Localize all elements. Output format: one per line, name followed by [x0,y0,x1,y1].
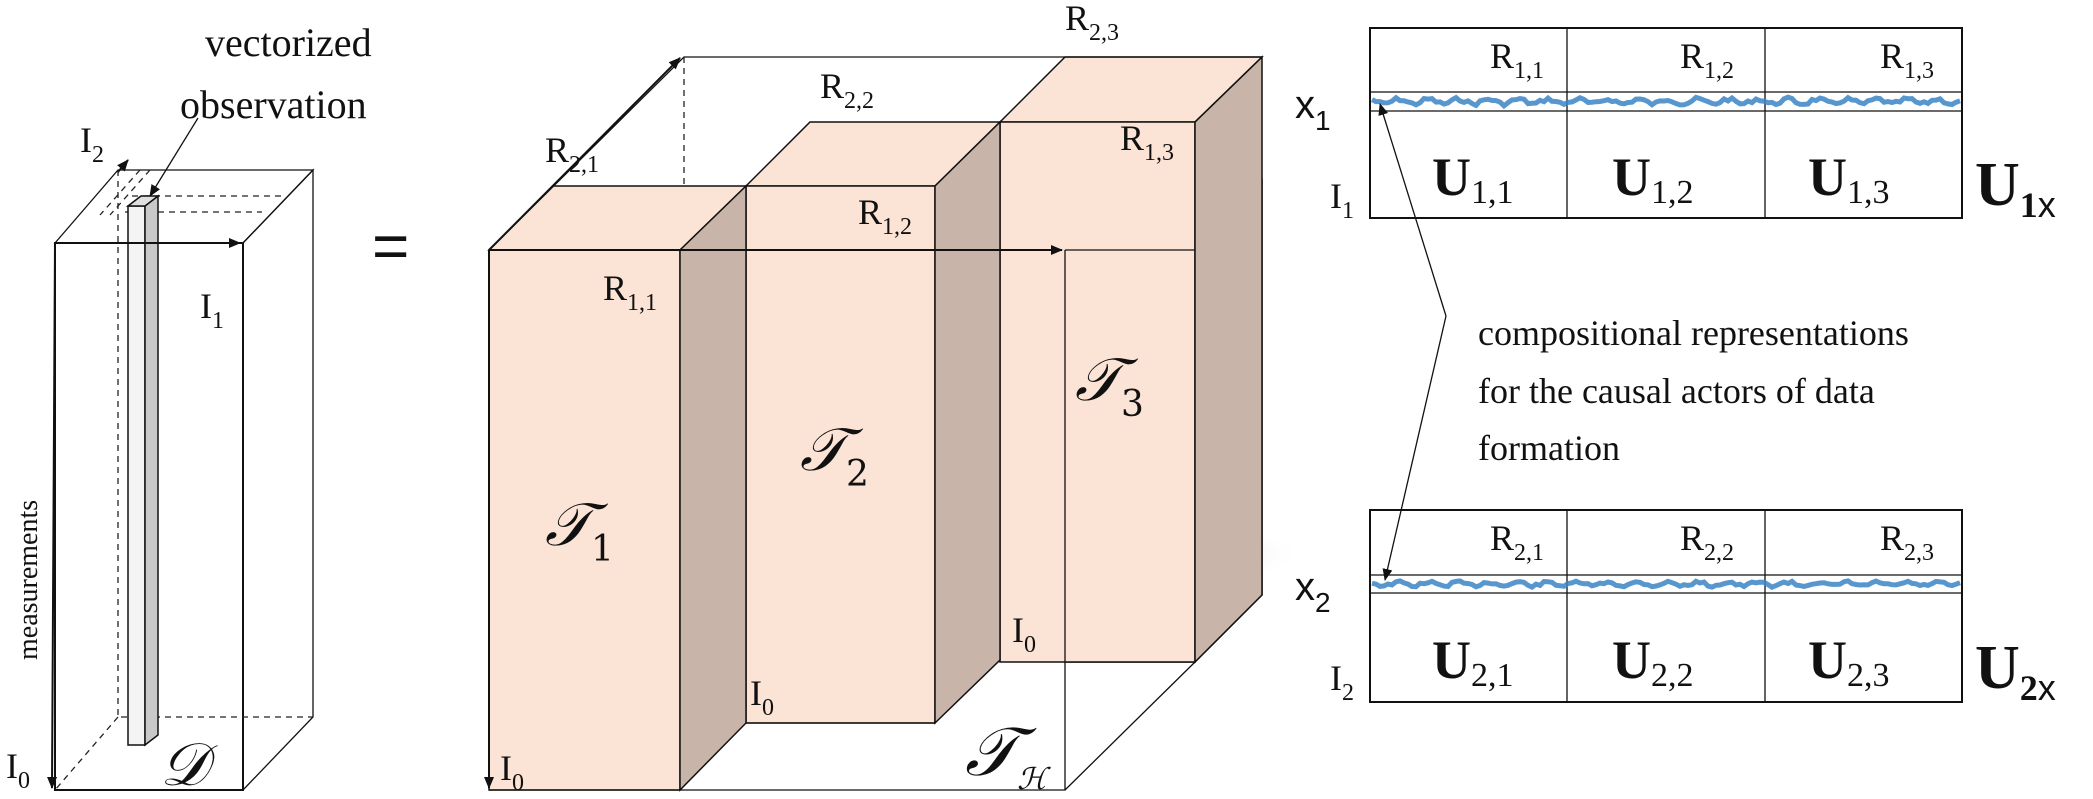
core-tensor-composition: R2,1 R2,2 R2,3 R1,1 R1,2 R1,3 I0 I0 I0 𝒯… [484,0,1305,797]
u2-col1-header: R2,1 [1490,518,1544,566]
x2-vector-row [1371,578,1961,591]
caption-line2: for the causal actors of data [1478,371,1875,411]
i1-dim-label: I1 [1330,176,1354,224]
u2x-name: U2x [1975,634,2056,708]
caption-line3: formation [1478,428,1620,468]
i0-axis-arrow [47,242,58,789]
u1x-name: U1x [1975,151,2056,225]
i0-label: I0 [6,746,30,794]
u21-cell: U2,1 [1432,630,1514,694]
u12-cell: U1,2 [1612,147,1694,211]
label-r23: R2,3 [1065,0,1119,46]
u2-col3-header: R2,3 [1880,518,1934,566]
x2-row-label: x2 [1295,565,1331,618]
symbol-t-h: 𝒯ℋ [965,713,1051,797]
u22-cell: U2,2 [1612,630,1694,694]
u2-col2-header: R2,2 [1680,518,1734,566]
tensor-d-symbol: 𝒟 [160,730,218,799]
label-i0-block1: I0 [500,748,524,796]
x1-row-label: x1 [1295,83,1331,136]
label-i0-block3: I0 [1012,610,1036,658]
tensor-outline-edge [1194,56,1263,123]
x1-vector-row [1370,94,1961,110]
tensor-outline-edge [1064,661,1196,791]
label-r22: R2,2 [820,66,874,114]
label-r21: R2,1 [545,130,599,178]
vectorized-annotation-arrow [149,117,199,197]
u1-col1-header: R1,1 [1490,36,1544,84]
equals-sign: = [372,210,409,282]
u23-cell: U2,3 [1808,630,1890,694]
measurements-label: measurements [13,500,44,660]
label-r11: R1,1 [603,268,657,316]
tensor-d-hidden-diagonal [54,716,119,791]
matrix-u2: R2,1 R2,2 R2,3 U2,1 U2,2 U2,3 x2 I2 U2x [1295,509,2056,708]
u1-col3-header: R1,3 [1880,36,1934,84]
u1-col2-header: R1,2 [1680,36,1734,84]
data-tensor-d: vectorized observation I2 I1 I0 measurem… [6,20,372,799]
r2-axis-arrow [488,57,681,251]
tensor-d-hidden-edges [117,170,313,718]
i2-axis-arrow [117,159,129,173]
vectorized-label-line1: vectorized [205,20,372,65]
i1-label: I1 [200,286,224,334]
i2-dim-label: I2 [1330,658,1354,706]
caption-line1: compositional representations [1478,313,1909,353]
caption: compositional representations for the ca… [1478,313,1909,468]
i2-label: I2 [80,120,104,168]
matrix-u1: R1,1 R1,2 R1,3 U1,1 U1,2 U1,3 x1 I1 U1x [1295,27,2056,225]
label-r13: R1,3 [1120,118,1174,166]
u11-cell: U1,1 [1432,147,1514,211]
composition-double-arrow [1378,103,1447,581]
tensor-d-right-face [242,168,314,791]
vectorized-observation-fiber [125,194,161,747]
label-r12: R1,2 [858,192,912,240]
tensor-d-top-face [53,169,315,244]
vectorized-label-line2: observation [180,82,367,127]
u13-cell: U1,3 [1808,147,1890,211]
label-i0-block2: I0 [750,673,774,721]
block-t2 [744,120,1002,725]
